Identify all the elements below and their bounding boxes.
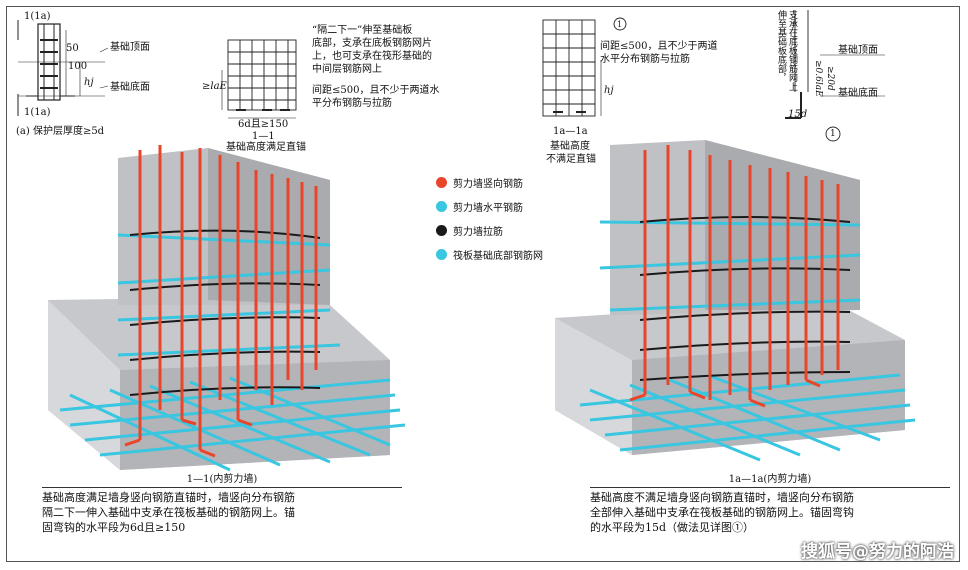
black-dot-icon bbox=[436, 224, 447, 236]
mid-note-line-4: 中间层钢筋网上 bbox=[312, 64, 382, 75]
legend-item-mesh: 筏板基础底部钢筋网 bbox=[436, 242, 543, 266]
cover-note: (a) 保护层厚度≥5d bbox=[16, 126, 105, 137]
section-mark-top: 1(1a) bbox=[24, 11, 51, 22]
vertical-note-2: 支承在底板钢筋网上 bbox=[787, 10, 797, 91]
right-caption: 1a—1a(内剪力墙) 基础高度不满足墙身竖向钢筋直锚时，墙竖向分布钢筋 全部伸… bbox=[590, 470, 950, 535]
legend: 剪力墙竖向钢筋 剪力墙水平钢筋 剪力墙拉筋 筏板基础底部钢筋网 bbox=[436, 170, 543, 266]
right-spacing-line-1: 间距≤500，且不少于两道 bbox=[600, 41, 718, 52]
section-1-1-title: 1—1 bbox=[252, 131, 275, 142]
detail-1-drawing bbox=[785, 10, 885, 142]
vertical-note-1: 伸至基础板底部， bbox=[776, 10, 786, 82]
label-foundation-top: 基础顶面 bbox=[110, 42, 150, 53]
right-caption-line-1: 基础高度不满足墙身竖向钢筋直锚时，墙竖向分布钢筋 bbox=[590, 491, 854, 504]
right-3d-model bbox=[555, 140, 916, 462]
dim-20d: ≥20d bbox=[825, 66, 835, 91]
left-caption-title: 1—1(内剪力墙) bbox=[42, 470, 402, 488]
dim-hj-right: hj bbox=[604, 85, 614, 96]
section-1a-title: 1a—1a bbox=[553, 126, 588, 137]
label-foundation-bottom: 基础底面 bbox=[110, 82, 150, 93]
detail-marker-circle: 1 bbox=[830, 129, 836, 139]
legend-item-tie: 剪力墙拉筋 bbox=[436, 218, 543, 242]
mid-spacing-line-1: 间距≤500，且不少于两道水 bbox=[312, 85, 440, 96]
right-spacing-line-2: 水平分布钢筋与拉筋 bbox=[600, 54, 690, 65]
dim-6d: 6d且≥150 bbox=[238, 119, 289, 130]
label-foundation-bottom-right: 基础底面 bbox=[838, 88, 878, 99]
right-caption-title: 1a—1a(内剪力墙) bbox=[590, 470, 950, 488]
section-1a-subtitle-2: 不满足直锚 bbox=[546, 154, 596, 165]
dim-50: 50 bbox=[66, 43, 79, 54]
cyan-dot-icon bbox=[436, 248, 447, 260]
dim-100: 100 bbox=[68, 61, 88, 72]
mid-note-line-2: 底部，支承在底板钢筋网片 bbox=[312, 38, 432, 49]
dim-0-6lae: ≥0.6laE bbox=[813, 60, 823, 97]
figure-frame bbox=[6, 6, 960, 562]
section-mark-bottom: 1(1a) bbox=[24, 107, 51, 118]
legend-item-horizontal: 剪力墙水平钢筋 bbox=[436, 194, 543, 218]
dim-lae: ≥laE bbox=[202, 81, 227, 92]
left-caption-line-1: 基础高度满足墙身竖向钢筋直锚时，墙竖向分布钢筋 bbox=[42, 491, 295, 504]
left-caption-line-2: 隔二下一伸入基础中支承在筏板基础的钢筋网上。锚 bbox=[42, 506, 295, 519]
section-1-1-subtitle: 基础高度满足直锚 bbox=[226, 142, 306, 153]
mid-spacing-line-2: 平分布钢筋与拉筋 bbox=[312, 98, 392, 109]
red-dot-icon bbox=[436, 176, 447, 188]
detail-1-1-drawing bbox=[221, 39, 297, 119]
left-caption-line-3: 固弯钩的水平段为6d且≥150 bbox=[42, 521, 186, 534]
label-foundation-top-right: 基础顶面 bbox=[838, 45, 878, 56]
right-caption-line-2: 全部伸入基础中支承在筏板基础的钢筋网上。锚固弯钩 bbox=[590, 506, 854, 519]
mid-note-line-1: “隔二下一”伸至基础板 bbox=[312, 25, 413, 36]
left-caption: 1—1(内剪力墙) 基础高度满足墙身竖向钢筋直锚时，墙竖向分布钢筋 隔二下一伸入… bbox=[42, 470, 402, 535]
detail-a-drawing bbox=[17, 20, 109, 116]
section-1a-subtitle-1: 基础高度 bbox=[550, 141, 590, 152]
dim-hj: hj bbox=[84, 77, 94, 88]
mid-note-line-3: 上，也可支承在筏形基础的 bbox=[312, 51, 432, 62]
detail-marker-1: 1 bbox=[617, 20, 623, 29]
dim-15d: 15d bbox=[788, 109, 808, 120]
left-3d-model bbox=[48, 145, 406, 472]
watermark: 搜狐号@努力的阿浩 bbox=[801, 542, 954, 562]
detail-1a-1a-drawing bbox=[542, 17, 627, 117]
right-caption-line-3: 的水平段为15d（做法见详图①） bbox=[590, 521, 755, 534]
cyan-dot-icon bbox=[436, 200, 447, 212]
legend-item-vertical: 剪力墙竖向钢筋 bbox=[436, 170, 543, 194]
